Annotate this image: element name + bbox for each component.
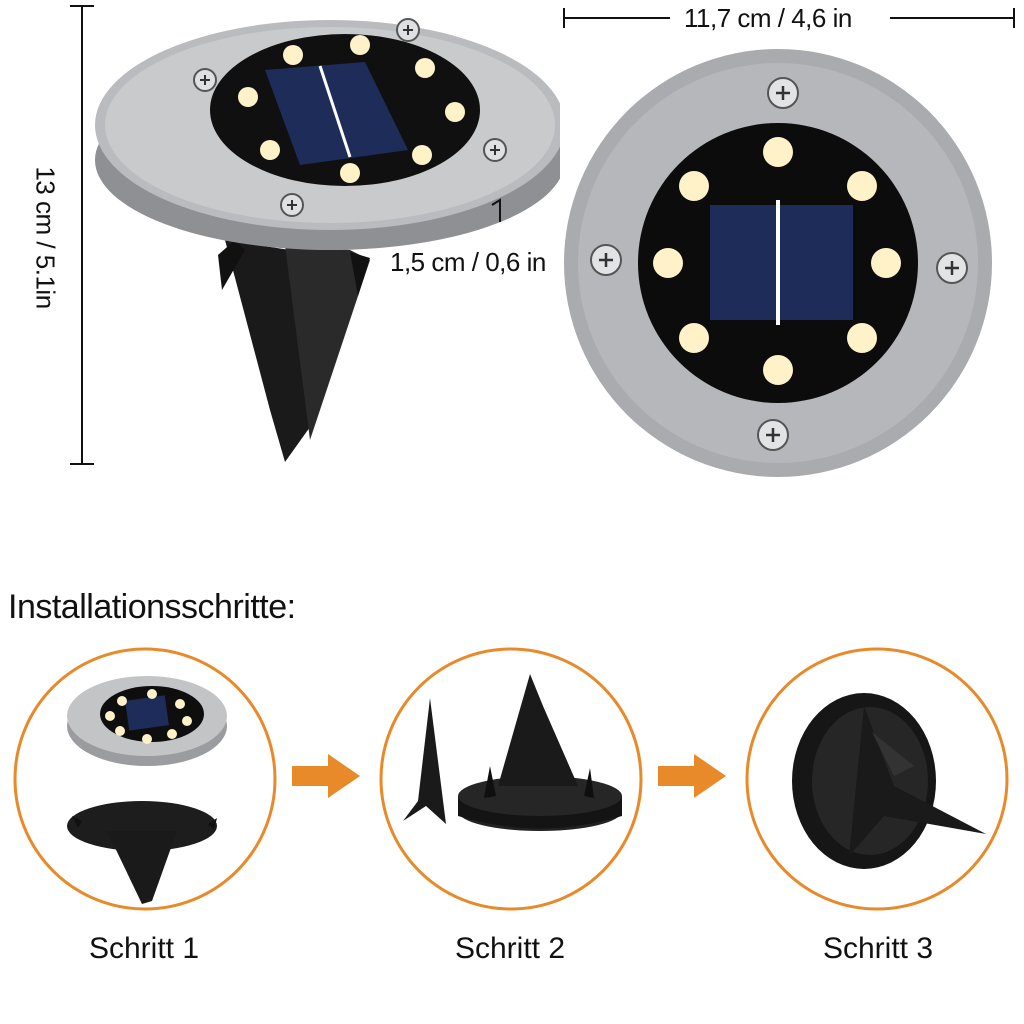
arrow-right-icon [292, 754, 360, 798]
height-label: 13 cm / 5.1in [30, 166, 61, 309]
width-dimension-line [563, 8, 1015, 28]
step-3-illustration [745, 647, 1009, 911]
step-1-illustration [13, 647, 277, 911]
solar-panel-icon [265, 62, 408, 165]
step-3-label: Schritt 3 [822, 932, 934, 965]
ground-stake [218, 240, 370, 462]
solar-panel-icon [710, 200, 853, 325]
led-star-icon [653, 137, 901, 385]
depth-label: 1,5 cm / 0,6 in [390, 247, 546, 277]
step-2-label: Schritt 2 [454, 932, 566, 965]
width-label: 11,7 cm / 4,6 in [684, 3, 852, 33]
height-dimension-line [70, 5, 94, 465]
side-view-illustration [70, 5, 560, 465]
arrow-right-icon [658, 754, 726, 798]
step-2-illustration [379, 647, 643, 911]
top-view-illustration [563, 8, 1015, 477]
depth-dimension-mark [491, 198, 501, 222]
installation-title: Installationsschritte: [8, 588, 296, 626]
step-1-label: Schritt 1 [88, 932, 200, 965]
led-star-icon [238, 35, 465, 183]
